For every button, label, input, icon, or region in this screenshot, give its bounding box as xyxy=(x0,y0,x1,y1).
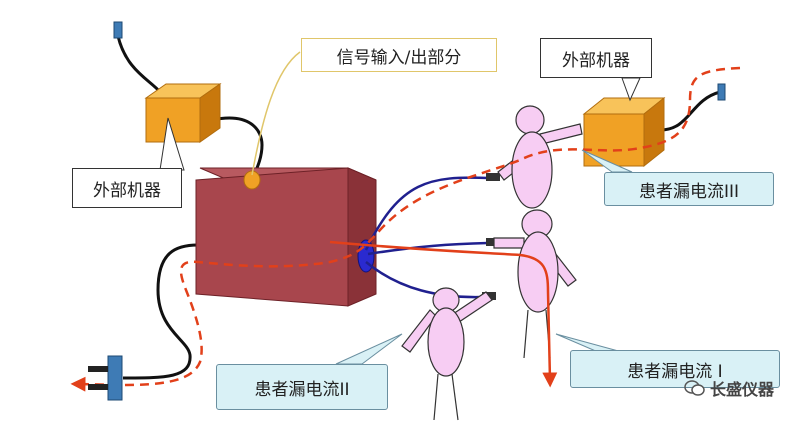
mains-plug xyxy=(88,355,123,401)
right-external-cable xyxy=(659,90,721,132)
label-external-device-right: 外部机器 xyxy=(540,38,652,78)
lead-wire-2 xyxy=(365,261,483,299)
pointer-external-right xyxy=(621,77,641,102)
right-plug xyxy=(717,83,726,101)
electrode-1 xyxy=(486,238,500,246)
lead-wire-3 xyxy=(364,176,489,251)
top-plug xyxy=(113,21,123,39)
pointer-signal-io xyxy=(251,51,301,176)
external-device-top xyxy=(144,83,222,143)
pointer-leak-2 xyxy=(335,333,403,365)
top-plug-cable xyxy=(116,35,162,94)
label-leak-current-2: 患者漏电流II xyxy=(216,364,388,410)
main-device-box xyxy=(195,167,377,307)
watermark: 长盛仪器 xyxy=(684,376,774,400)
label-external-device-top: 外部机器 xyxy=(72,168,182,208)
current-path-3-dashed xyxy=(70,66,741,392)
mains-cable xyxy=(122,243,199,380)
label-signal-io: 信号输入/出部分 xyxy=(301,38,497,72)
wechat-logo-icon xyxy=(684,380,705,396)
electrode-3 xyxy=(486,173,500,181)
patient-figure-2 xyxy=(401,287,493,421)
label-leak-current-1: 患者漏电流 I xyxy=(570,350,780,388)
lead-wire-1 xyxy=(367,241,489,256)
current-path-1 xyxy=(329,240,558,388)
patient-figure-3 xyxy=(497,105,583,209)
watermark-text: 长盛仪器 xyxy=(709,380,774,399)
label-leak-current-3: 患者漏电流III xyxy=(604,172,774,206)
